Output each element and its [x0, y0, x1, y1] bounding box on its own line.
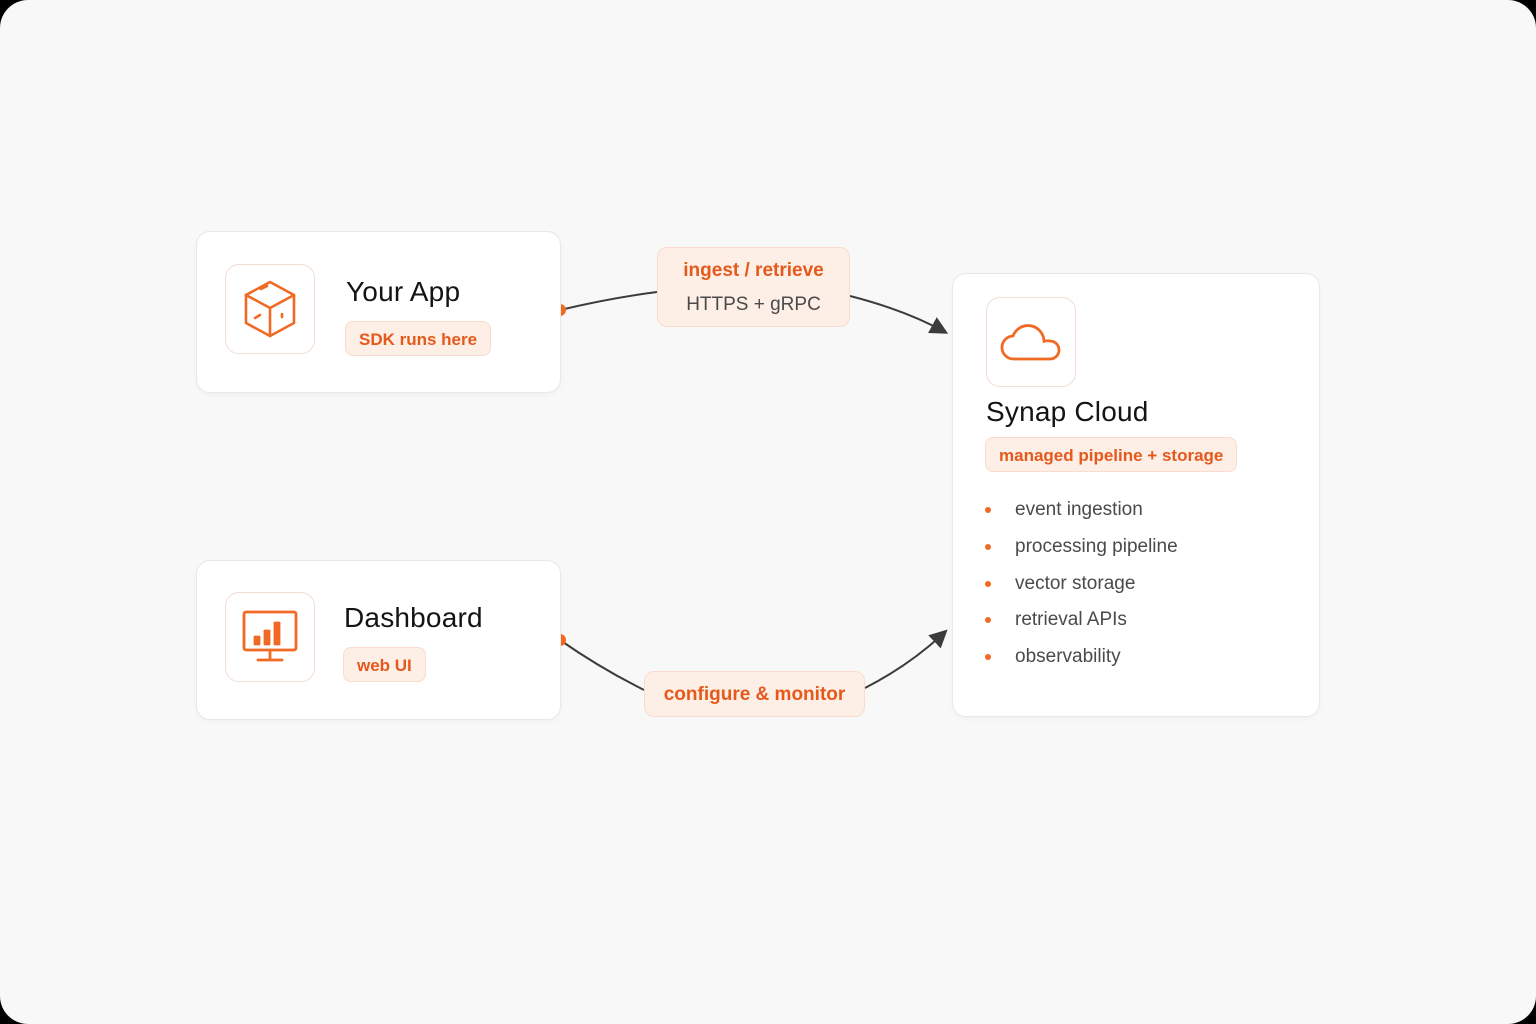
- bullet-dot: [985, 580, 991, 587]
- feature-item: event ingestion: [984, 492, 1178, 529]
- edge-app-to-cloud-line-end: [849, 295, 949, 334]
- feature-item: observability: [984, 639, 1178, 676]
- bullet-dot: [985, 617, 991, 624]
- your-app-title: Your App: [346, 276, 461, 307]
- bullet-dot: [985, 654, 991, 661]
- feature-item: retrieval APIs: [984, 602, 1178, 639]
- edge-app-to-cloud-protocol: HTTPS + gRPC: [686, 294, 821, 315]
- bullet-dot: [985, 507, 991, 514]
- feature-item: vector storage: [984, 565, 1178, 602]
- feature-label: vector storage: [1015, 572, 1136, 594]
- edge-app-to-cloud-line-start: [559, 291, 658, 311]
- dashboard-icon-box: [225, 592, 315, 682]
- cloud-icon: [1000, 324, 1061, 361]
- edge-dashboard-to-cloud-line-start: [559, 639, 645, 691]
- edge-dashboard-to-cloud-line-end: [864, 629, 948, 689]
- your-app-tag: SDK runs here: [345, 321, 492, 356]
- synap-cloud-tag: managed pipeline + storage: [985, 437, 1238, 472]
- feature-label: event ingestion: [1015, 499, 1143, 521]
- synap-cloud-icon-box: [986, 297, 1076, 387]
- feature-label: observability: [1015, 646, 1121, 668]
- edge-app-to-cloud-label-text: ingest / retrieve: [683, 260, 824, 281]
- dashboard-tag: web UI: [343, 647, 426, 682]
- edge-app-to-cloud-label[interactable]: ingest / retrieve HTTPS + gRPC: [657, 247, 850, 327]
- feature-item: processing pipeline: [984, 529, 1178, 566]
- synap-cloud-feature-list: event ingestion processing pipeline vect…: [984, 492, 1178, 675]
- your-app-icon-box: [225, 264, 315, 354]
- synap-cloud-title: Synap Cloud: [986, 396, 1149, 427]
- box-icon: [244, 280, 296, 338]
- dashboard-title: Dashboard: [344, 602, 483, 633]
- edge-dashboard-to-cloud-label[interactable]: configure & monitor: [644, 671, 865, 717]
- edge-dashboard-to-cloud-label-text: configure & monitor: [663, 684, 846, 705]
- monitor-chart-icon: [242, 610, 298, 662]
- feature-label: processing pipeline: [1015, 536, 1178, 558]
- bullet-dot: [985, 544, 991, 551]
- feature-label: retrieval APIs: [1015, 609, 1127, 631]
